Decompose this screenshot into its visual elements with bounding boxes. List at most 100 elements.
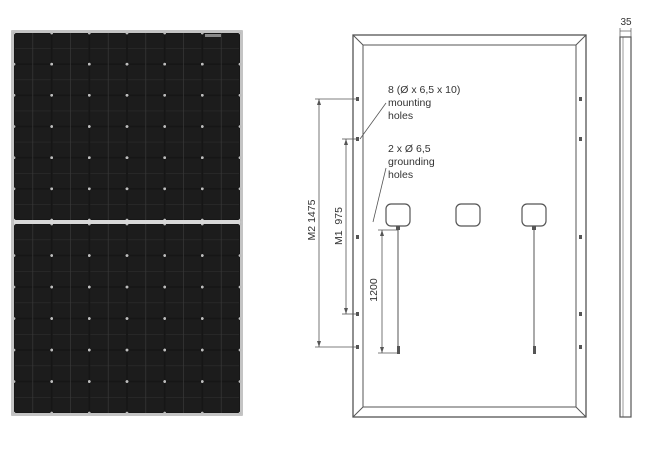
mounting-note-line2: mounting: [388, 97, 431, 109]
cell-corner-dot: [163, 156, 166, 159]
cell-corner-dot: [88, 254, 91, 257]
dimension-thickness: [619, 28, 632, 37]
junction-label: [205, 34, 221, 37]
cell-corner-dot: [125, 285, 129, 289]
cell-corner-dot: [238, 254, 242, 257]
cell-corner-dot: [201, 348, 204, 352]
dimension-thickness-label: 35: [620, 17, 632, 28]
cell-corner-dot: [88, 411, 91, 415]
cell-corner-dot: [125, 156, 129, 159]
cell-corner-dot: [88, 94, 91, 97]
cell-corner-dot: [50, 411, 53, 415]
mounting-note: 8 (Ø x 6,5 x 10) mounting holes: [388, 84, 460, 122]
cell-corner-dot: [201, 125, 204, 128]
connector-tab-left: [396, 226, 400, 230]
cell-corner-dot: [12, 31, 16, 35]
junction-box-center: [455, 203, 481, 227]
cell-corner-dot: [50, 62, 53, 66]
cell-corner-dot: [238, 348, 242, 352]
solar-panel-photo: [11, 30, 243, 416]
cell-corner-dot: [163, 62, 166, 66]
cell-corner-dot: [163, 380, 166, 383]
cell-corner-dot: [88, 348, 91, 352]
cell-corner-dot: [201, 317, 204, 320]
mounting-note-line3: holes: [388, 110, 413, 122]
mounting-note-line1: 8 (Ø x 6,5 x 10): [388, 84, 460, 96]
cell-corner-dot: [12, 156, 16, 159]
cell-corner-dot: [163, 94, 166, 97]
cell-corner-dot: [238, 31, 242, 35]
corner-br: [575, 406, 587, 418]
cell-corner-dot: [201, 156, 204, 159]
cell-corner-dot: [88, 62, 91, 66]
cell-corner-dot: [163, 285, 166, 289]
cell-corner-dot: [201, 285, 204, 289]
frame-outer: [352, 34, 587, 418]
cell-corner-dot: [163, 254, 166, 257]
cell-corner-dot: [201, 254, 204, 257]
cell-corner-dot: [88, 125, 91, 128]
dimension-m2: [315, 98, 357, 348]
cell-corner-dot: [50, 254, 53, 257]
corner-bl: [352, 406, 364, 418]
cable-right-plug: [533, 346, 536, 354]
cell-corner-dot: [125, 31, 129, 35]
hole-marker: [356, 137, 359, 141]
cell-corner-dot: [238, 62, 242, 66]
cell-corner-dot: [12, 380, 16, 383]
cell-corner-dot: [50, 317, 53, 320]
cell-corner-dot: [88, 156, 91, 159]
cell-corner-dot: [201, 411, 204, 415]
corner-tl: [352, 34, 364, 46]
hole-marker: [579, 97, 582, 101]
grounding-leader: [372, 167, 387, 223]
cell-corner-dot: [88, 285, 91, 289]
cell-corner-dot: [163, 31, 166, 35]
junction-box-left: [385, 203, 411, 227]
cell-corner-dot: [125, 187, 129, 191]
cell-corner-dot: [50, 94, 53, 97]
cell-corner-dot: [125, 411, 129, 415]
cell-corner-dot: [125, 317, 129, 320]
hole-marker: [356, 345, 359, 349]
cell-grid-top: [12, 31, 242, 222]
cell-corner-dot: [163, 411, 166, 415]
cell-corner-dot: [125, 62, 129, 66]
module-technical-drawing: [315, 34, 587, 418]
cell-corner-dot: [238, 317, 242, 320]
grounding-note: 2 x Ø 6,5 grounding holes: [388, 143, 435, 181]
cell-corner-dot: [88, 380, 91, 383]
cell-corner-dot: [88, 317, 91, 320]
cell-corner-dot: [163, 187, 166, 191]
hole-marker: [579, 345, 582, 349]
dimension-cable-label: 1200: [368, 278, 380, 302]
hole-marker: [356, 312, 359, 316]
cell-corner-dot: [50, 285, 53, 289]
cell-corner-dot: [163, 317, 166, 320]
cell-corner-dot: [12, 94, 16, 97]
cell-corner-dot: [50, 31, 53, 35]
cell-corner-dot: [50, 348, 53, 352]
cell-corner-dot: [12, 125, 16, 128]
mounting-leader: [359, 102, 387, 140]
cell-corner-dot: [201, 380, 204, 383]
cable-left-plug: [397, 346, 400, 354]
panel-center-gap: [14, 220, 240, 224]
cell-corner-dot: [201, 94, 204, 97]
corner-tr: [575, 34, 587, 46]
cell-corner-dot: [163, 348, 166, 352]
cell-corner-dot: [125, 348, 129, 352]
dimension-m2-label: M2 1475: [306, 199, 318, 240]
cell-corner-dot: [163, 125, 166, 128]
cell-corner-dot: [88, 31, 91, 35]
cell-corner-dot: [12, 62, 16, 66]
cell-corner-dot: [12, 187, 16, 191]
cell-corner-dot: [12, 317, 16, 320]
cell-corner-dot: [201, 187, 204, 191]
hole-marker: [356, 235, 359, 239]
hole-marker: [579, 137, 582, 141]
cell-corner-dot: [201, 31, 204, 35]
cell-corner-dot: [238, 187, 242, 191]
